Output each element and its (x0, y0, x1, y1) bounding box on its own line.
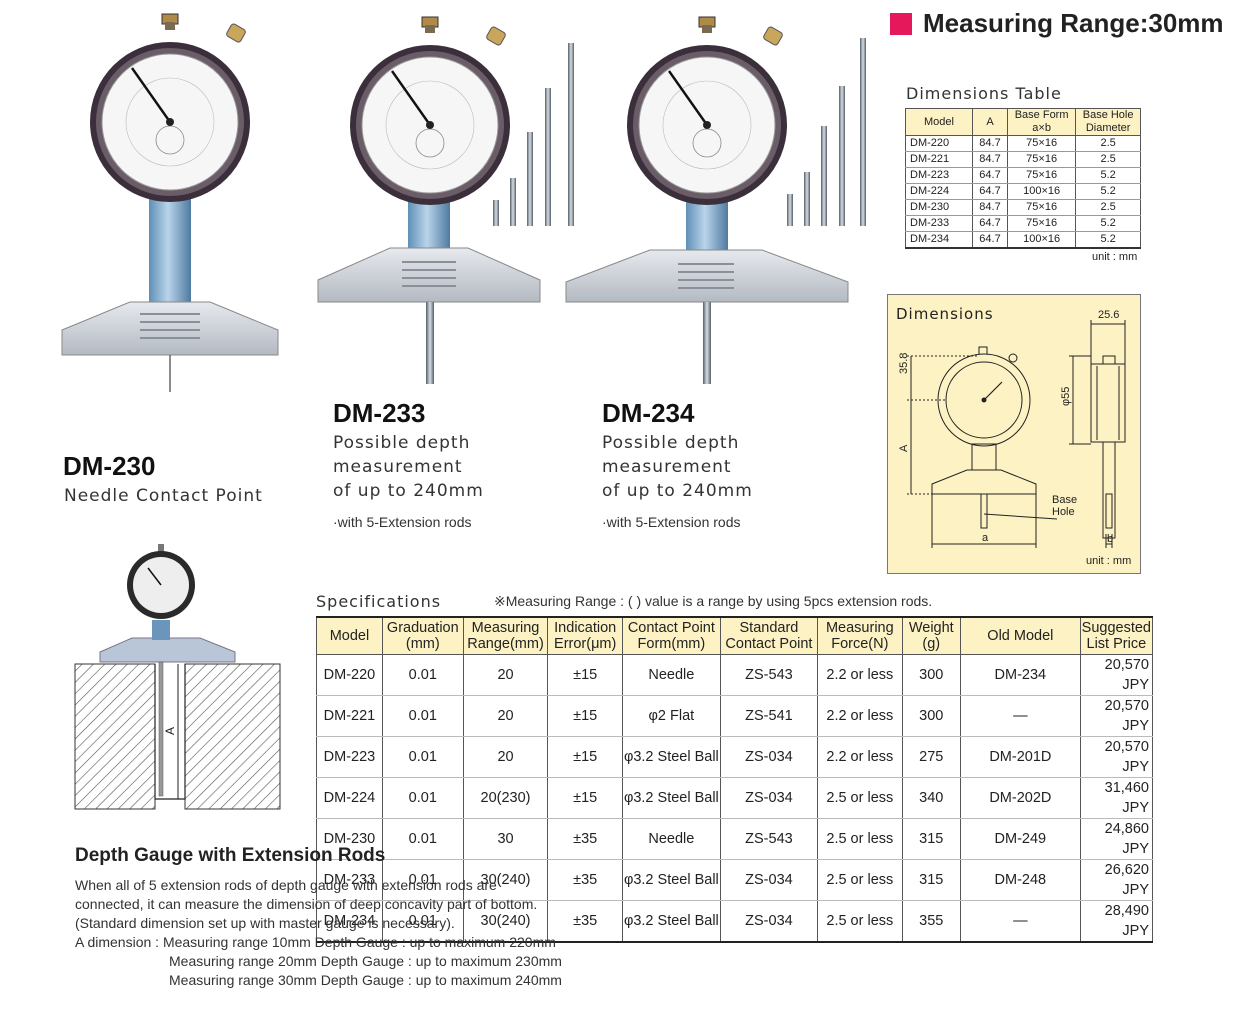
extension-line-2: connected, it can measure the dimension … (75, 896, 538, 912)
dm233-desc-2: measurement (333, 457, 463, 477)
dim-label-hole2: Hole (1052, 506, 1075, 518)
dm230-desc: Needle Contact Point (64, 486, 263, 506)
dim-col-model: Model (905, 108, 973, 136)
gauge-illustrations (61, 12, 866, 392)
dm233-desc-3: of up to 240mm (333, 481, 484, 501)
dimensions-table-unit: unit : mm (1092, 251, 1138, 263)
usage-illustration: A (74, 544, 281, 810)
accent-square (890, 13, 912, 35)
dm233-title: DM-233 (333, 398, 426, 428)
extension-line-6: Measuring range 30mm Depth Gauge : up to… (169, 972, 562, 988)
dm234-gauge (565, 15, 866, 384)
spec-col-model: Model (316, 616, 383, 655)
dimensions-table-title: Dimensions Table (906, 84, 1062, 103)
page-title: Measuring Range:30mm (923, 8, 1224, 38)
dim-label-a: a (982, 532, 989, 544)
dimensions-drawing-title: Dimensions (896, 305, 994, 323)
dm234-title: DM-234 (602, 398, 695, 428)
dm230-title: DM-230 (63, 451, 156, 481)
dm233-gauge (317, 15, 574, 384)
extension-line-3: (Standard dimension set up with master g… (75, 915, 455, 931)
dim-drawing-unit: unit : mm (1086, 555, 1131, 567)
usage-label-A: A (163, 727, 177, 735)
extension-line-4: A dimension : Measuring range 10mm Depth… (75, 934, 556, 950)
dim-label-h: 35.8 (898, 353, 910, 374)
spec-col-graduation: Graduation(mm) (381, 616, 464, 655)
dim-label-w: 25.6 (1098, 309, 1119, 321)
dimensions-drawing: 25.6 35.8 φ55 A a b Base Hole unit : mm (898, 309, 1131, 567)
dm233-note: ·with 5-Extension rods (333, 514, 472, 530)
dm234-desc-2: measurement (602, 457, 732, 477)
dim-label-A: A (898, 444, 910, 452)
specifications-title: Specifications (316, 592, 442, 611)
extension-line-1: When all of 5 extension rods of depth ga… (75, 877, 497, 893)
spec-col-oldmodel: Old Model (960, 616, 1081, 655)
dm234-desc-1: Possible depth (602, 433, 740, 453)
dim-label-hole1: Base (1052, 494, 1077, 506)
dim-label-dia: φ55 (1060, 387, 1072, 406)
dm230-gauge (61, 12, 279, 392)
specifications-note: ※Measuring Range : ( ) value is a range … (494, 593, 933, 609)
dm234-note: ·with 5-Extension rods (602, 514, 741, 530)
spec-col-weight: Weight(g) (901, 616, 962, 655)
extension-line-5: Measuring range 20mm Depth Gauge : up to… (169, 953, 562, 969)
dm234-desc-3: of up to 240mm (602, 481, 753, 501)
extension-title: Depth Gauge with Extension Rods (75, 845, 386, 866)
dim-label-b: b (1107, 533, 1113, 545)
dm233-desc-1: Possible depth (333, 433, 471, 453)
dim-col-a: A (972, 108, 1008, 136)
